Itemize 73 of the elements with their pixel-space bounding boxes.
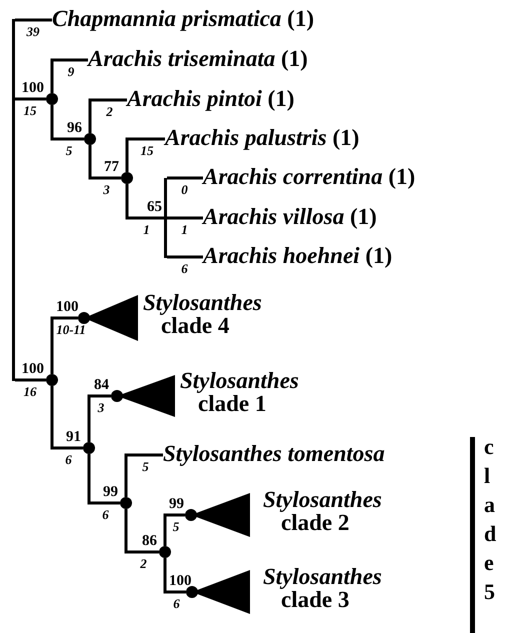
- branch-length: 16: [24, 385, 36, 398]
- branch-length: 5: [142, 460, 149, 473]
- branch-length: 10-11: [56, 323, 86, 336]
- tree-branch: [124, 509, 159, 554]
- branch-length: 15: [140, 144, 154, 157]
- tree-branch: [15, 18, 52, 22]
- tree-branch: [126, 138, 165, 172]
- tree-branch: [88, 454, 120, 504]
- clade-label: clade 5: [484, 433, 498, 606]
- tree-branch: [126, 184, 164, 220]
- taxon-label: Arachis hoehnei (1): [203, 242, 392, 270]
- tree-branch: [15, 378, 46, 382]
- tree-branch: [167, 216, 203, 220]
- tree-node-line: [164, 178, 167, 258]
- tree-branch: [88, 145, 121, 180]
- support-value: 77: [104, 160, 119, 175]
- support-value: 100: [56, 300, 78, 315]
- taxon-label: Arachis palustris (1): [165, 124, 360, 152]
- tree-branch: [164, 514, 185, 546]
- clade-label: Stylosanthes clade 4: [143, 291, 263, 337]
- node-dot: [121, 172, 133, 184]
- node-dot: [120, 497, 132, 509]
- support-value: 100: [22, 81, 44, 96]
- support-value: 86: [142, 534, 157, 549]
- clade-label: Stylosanthes clade 3: [263, 565, 383, 611]
- branch-length: 5: [172, 520, 180, 533]
- branch-length: 1: [143, 223, 150, 236]
- node-dot: [83, 442, 95, 454]
- tree-node-line: [12, 19, 15, 381]
- tree-branch: [50, 58, 88, 93]
- branch-length: 39: [26, 25, 40, 38]
- node-dot: [159, 546, 171, 558]
- clade-label: Stylosanthes clade 2: [263, 488, 383, 534]
- node-dot: [46, 93, 58, 105]
- support-value: 96: [67, 121, 82, 136]
- taxon-label: Arachis villosa (1): [203, 203, 377, 231]
- node-dot: [84, 133, 96, 145]
- branch-length: 6: [102, 508, 109, 521]
- branch-length: 3: [98, 401, 104, 414]
- support-value: 65: [147, 200, 162, 215]
- branch-length: 1: [181, 223, 188, 236]
- branch-length: 3: [103, 183, 110, 196]
- support-value: 91: [66, 430, 81, 445]
- tree-branch: [167, 176, 203, 180]
- tree-branch: [88, 98, 127, 133]
- tree-branch: [15, 98, 46, 100]
- support-value: 100: [22, 362, 44, 377]
- branch-length: 6: [65, 453, 72, 466]
- taxon-label: Arachis triseminata (1): [88, 45, 308, 73]
- branch-length: 2: [140, 557, 147, 570]
- branch-length: 0: [181, 183, 188, 196]
- branch-length: 9: [68, 65, 74, 78]
- branch-length: 2: [106, 105, 113, 118]
- branch-length: 15: [24, 104, 36, 117]
- tree-branch: [124, 454, 163, 497]
- support-value: 100: [169, 574, 192, 589]
- node-dot: [46, 374, 58, 386]
- branch-length: 5: [66, 144, 72, 157]
- tree-branch: [88, 394, 111, 442]
- branch-length: 6: [181, 262, 188, 275]
- taxon-label: Chapmannia prismatica (1): [52, 5, 314, 33]
- support-value: 99: [169, 497, 184, 512]
- taxon-label: Arachis correntina (1): [203, 163, 416, 191]
- taxon-label: Arachis pintoi (1): [127, 85, 294, 113]
- tree-branch: [50, 105, 84, 140]
- support-value: 99: [103, 485, 118, 500]
- taxon-label: Stylosanthes tomentosa: [163, 440, 385, 468]
- support-value: 84: [94, 378, 109, 393]
- branch-length: 6: [173, 597, 180, 610]
- tree-branch: [167, 256, 203, 258]
- clade-label: Stylosanthes clade 1: [180, 369, 300, 415]
- tree-branch: [50, 316, 78, 374]
- tree-branch: [164, 558, 186, 594]
